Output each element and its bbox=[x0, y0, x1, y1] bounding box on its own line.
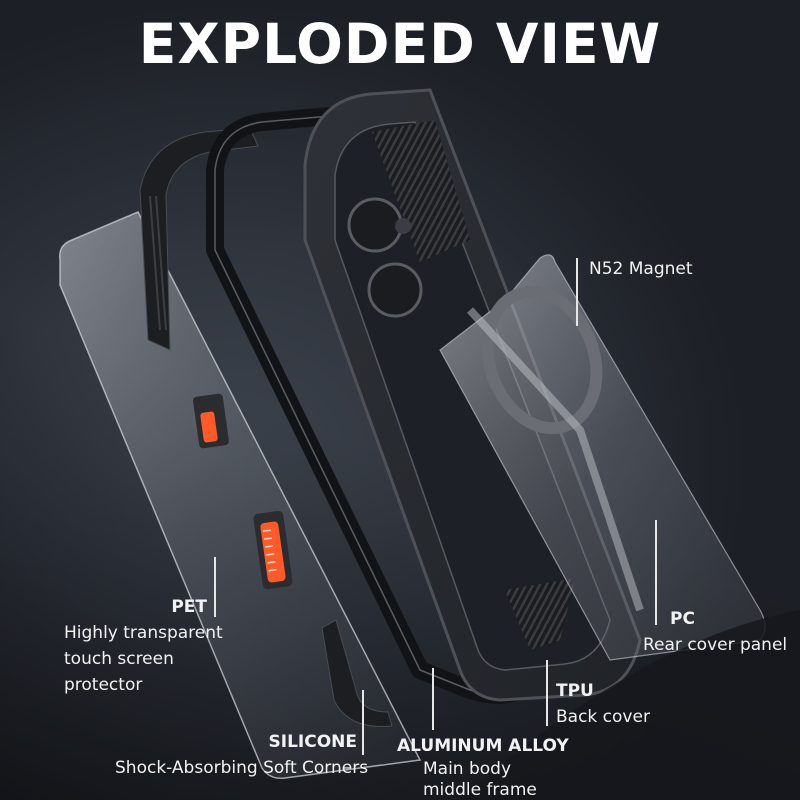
label-tpu-line-1: Back cover bbox=[556, 707, 650, 727]
label-pet: PET Highly transparent touch screen prot… bbox=[64, 594, 223, 698]
label-n52-head: N52 Magnet bbox=[589, 259, 693, 279]
label-tpu-head: TPU bbox=[556, 681, 594, 701]
side-buttons bbox=[193, 393, 293, 590]
label-pet-line-2: touch screen bbox=[64, 649, 174, 669]
label-pc-head: PC bbox=[670, 609, 695, 629]
leader-line-silicone bbox=[362, 690, 364, 755]
leader-line-n52 bbox=[576, 258, 578, 326]
leader-line-pc bbox=[655, 520, 657, 625]
label-pc: PC Rear cover panel bbox=[643, 606, 787, 658]
label-aluminum-head: ALUMINUM ALLOY bbox=[397, 736, 569, 756]
label-n52-magnet: N52 Magnet bbox=[589, 256, 693, 282]
label-pet-line-1: Highly transparent bbox=[64, 623, 223, 643]
label-silicone: SILICONE Shock-Absorbing Soft Corners bbox=[115, 729, 368, 781]
magnet-ring bbox=[481, 285, 603, 435]
leader-line-tpu bbox=[546, 660, 548, 726]
label-aluminum-line-1: Main body bbox=[423, 759, 512, 779]
label-pet-line-3: protector bbox=[64, 675, 143, 695]
pc-rear-panel-layer bbox=[439, 254, 766, 661]
page-title: EXPLODED VIEW bbox=[138, 12, 662, 76]
label-pc-line-1: Rear cover panel bbox=[643, 635, 788, 655]
label-tpu: TPU Back cover bbox=[556, 678, 650, 730]
label-aluminum-line-2: middle frame bbox=[423, 780, 537, 800]
label-aluminum: ALUMINUM ALLOY Main body middle frame bbox=[397, 733, 569, 800]
leader-line-aluminum bbox=[432, 668, 434, 730]
leader-line-pet bbox=[214, 557, 216, 617]
label-silicone-head: SILICONE bbox=[268, 732, 358, 752]
label-silicone-line-1: Shock-Absorbing Soft Corners bbox=[115, 758, 369, 778]
label-pet-head: PET bbox=[171, 597, 207, 617]
silicone-corners-layer bbox=[139, 127, 393, 727]
